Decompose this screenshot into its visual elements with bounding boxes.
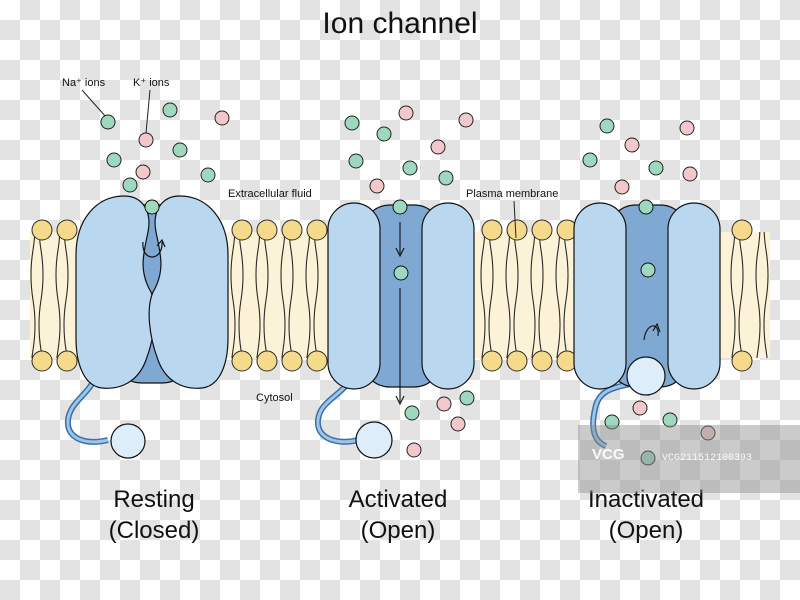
- k-ion: [430, 139, 446, 155]
- state-inactivated-name: Inactivated: [588, 486, 704, 513]
- state-resting-name: Resting: [113, 486, 194, 513]
- channel-inactivated-recoil-arrow: [643, 325, 659, 341]
- channel-activated-subunit-left: [327, 202, 381, 390]
- k-ion: [450, 416, 466, 432]
- na-ion: [172, 142, 188, 158]
- lipid-head: [231, 219, 253, 241]
- legend-k-pointer: [145, 89, 151, 134]
- lipid-head: [56, 219, 78, 241]
- k-ion: [369, 178, 385, 194]
- channel-inactivated-subunit-right: [667, 202, 721, 390]
- legend-na-label: Na⁺ ions: [62, 77, 106, 89]
- lipid-heads-top: [31, 219, 753, 241]
- lipid-head: [31, 350, 53, 372]
- plasma-membrane-pointer: [513, 200, 517, 239]
- channel-inactivated-ion-in-pore: [640, 262, 656, 278]
- lipid-head: [281, 219, 303, 241]
- na-ion: [162, 102, 178, 118]
- channel-resting-ion: [144, 199, 160, 215]
- plasma-membrane-label: Plasma membrane: [466, 188, 558, 200]
- channel-resting-inactivation-ball: [110, 423, 146, 459]
- na-ion: [200, 167, 216, 183]
- channel-activated-ion-in-pore: [393, 265, 409, 281]
- channel-activated-inactivation-ball: [355, 421, 393, 459]
- legend-k-label: K⁺ ions: [133, 77, 170, 89]
- lipid-head: [31, 219, 53, 241]
- extracellular-fluid-label: Extracellular fluid: [228, 188, 312, 200]
- cytosol-label: Cytosol: [256, 392, 293, 404]
- k-ion: [632, 400, 648, 416]
- lipid-head: [531, 219, 553, 241]
- na-ion: [604, 414, 620, 430]
- na-ion: [106, 152, 122, 168]
- na-ion: [404, 405, 420, 421]
- k-ion: [614, 179, 630, 195]
- na-ion: [344, 115, 360, 131]
- lipid-head: [256, 350, 278, 372]
- k-ion: [406, 442, 422, 458]
- k-ion: [624, 137, 640, 153]
- lipid-head: [231, 350, 253, 372]
- channel-resting-gate-arrow: [142, 241, 163, 258]
- watermark-logo: VCG: [592, 446, 625, 463]
- na-ion: [122, 177, 138, 193]
- lipid-head: [481, 219, 503, 241]
- channel-resting: [64, 195, 229, 459]
- lipid-head: [506, 350, 528, 372]
- state-resting-status: (Closed): [109, 517, 200, 544]
- lipid-head: [506, 219, 528, 241]
- k-ion: [214, 110, 230, 126]
- k-ion: [138, 132, 154, 148]
- state-activated-status: (Open): [361, 517, 436, 544]
- lipid-head: [281, 350, 303, 372]
- k-ion: [398, 105, 414, 121]
- channel-inactivated-subunit-left: [573, 202, 627, 390]
- na-ion: [662, 412, 678, 428]
- lipid-head: [731, 219, 753, 241]
- legend-na-pointer: [81, 89, 107, 118]
- channel-activated-ion-entry: [392, 199, 408, 215]
- na-ion: [376, 126, 392, 142]
- lipid-head: [256, 219, 278, 241]
- k-ion: [135, 164, 151, 180]
- na-ion: [640, 450, 656, 466]
- channel-inactivated-inactivation-ball: [626, 356, 666, 396]
- k-ion: [458, 112, 474, 128]
- watermark-text: VCG211512100393: [662, 453, 753, 464]
- k-ion: [436, 396, 452, 412]
- na-ion: [438, 170, 454, 186]
- diagram-title: Ion channel: [322, 7, 477, 40]
- lipid-heads-bottom: [31, 350, 753, 372]
- na-ion: [648, 160, 664, 176]
- channel-activated-subunit-right: [421, 202, 475, 390]
- channel-activated: [314, 199, 475, 459]
- na-ion: [348, 153, 364, 169]
- free-ions: [100, 102, 716, 466]
- na-ion: [599, 118, 615, 134]
- lipid-head: [56, 350, 78, 372]
- lipid-head: [481, 350, 503, 372]
- channel-resting-subunit-left: [75, 195, 156, 389]
- watermark-overlay: [578, 425, 800, 493]
- na-ion: [100, 114, 116, 130]
- channel-inactivated: [573, 199, 721, 449]
- na-ion: [459, 390, 475, 406]
- k-ion: [682, 166, 698, 182]
- lipid-head: [306, 350, 328, 372]
- lipid-head: [731, 350, 753, 372]
- lipid-head: [531, 350, 553, 372]
- channel-inactivated-ion-entry: [638, 199, 654, 215]
- channel-resting-subunit-right: [148, 195, 229, 389]
- state-activated-name: Activated: [349, 486, 448, 513]
- lipid-head: [306, 219, 328, 241]
- na-ion: [582, 152, 598, 168]
- k-ion: [700, 425, 716, 441]
- state-inactivated-status: (Open): [609, 517, 684, 544]
- na-ion: [402, 160, 418, 176]
- k-ion: [679, 120, 695, 136]
